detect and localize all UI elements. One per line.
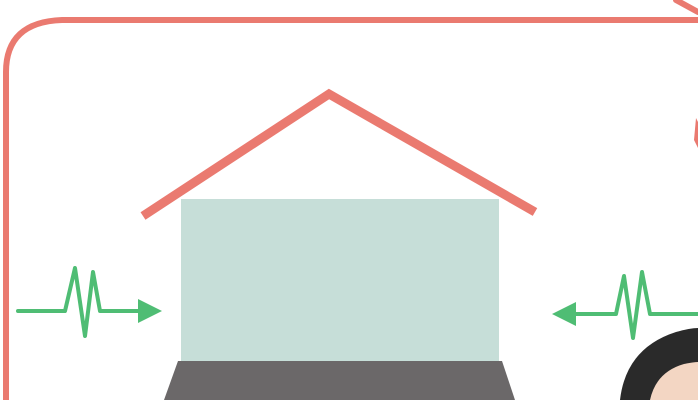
frame-corner-top-right bbox=[676, 0, 698, 12]
frame-fragment-right bbox=[694, 118, 698, 148]
roof-outline-icon bbox=[143, 94, 535, 216]
heartbeat-arrow-left-icon bbox=[552, 272, 698, 338]
house-wall bbox=[181, 199, 499, 363]
heartbeat-arrow-right-icon bbox=[18, 268, 162, 336]
house-floor bbox=[164, 361, 515, 400]
